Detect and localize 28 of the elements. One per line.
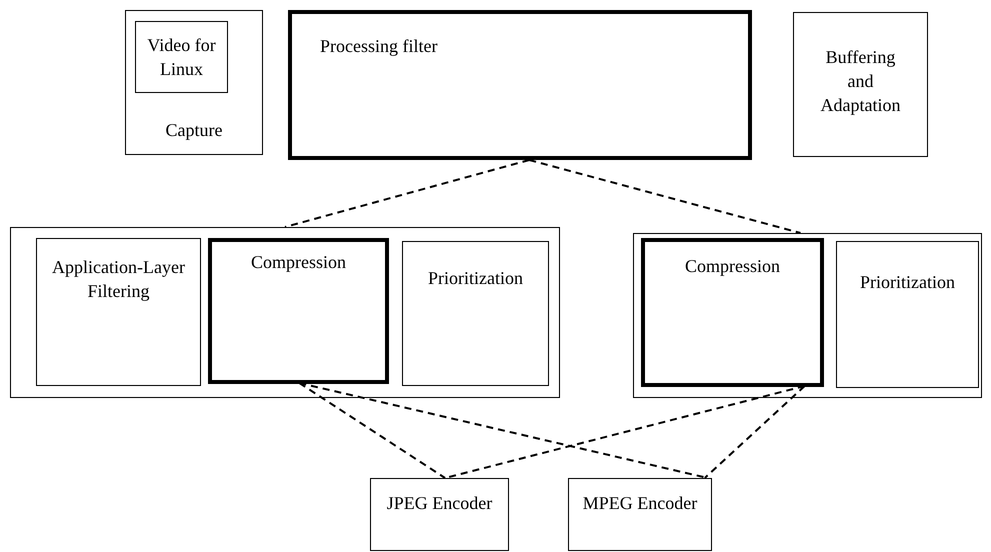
process-box (793, 12, 928, 157)
process-box (641, 238, 824, 387)
process-box (135, 21, 228, 93)
group-box (633, 233, 982, 398)
box-label: Application-Layer Filtering (51, 256, 186, 303)
process-box (370, 478, 509, 551)
box-label: Buffering and Adaptation (820, 46, 902, 117)
process-box (402, 241, 549, 386)
box-label: Processing filter (319, 35, 438, 58)
box-label: MPEG Encoder (582, 492, 698, 515)
box-label: Prioritization (427, 267, 524, 290)
process-box (568, 478, 712, 551)
dashed-connector (529, 159, 801, 234)
process-box (125, 10, 263, 155)
box-label: Compression (684, 255, 781, 278)
process-box (208, 238, 389, 384)
box-label: Prioritization (859, 271, 956, 294)
dashed-connector (298, 382, 446, 479)
process-box (836, 241, 979, 388)
dashed-connector (284, 159, 530, 228)
box-label: Capture (164, 119, 224, 142)
process-box (288, 10, 752, 160)
box-label: Compression (250, 251, 347, 274)
process-box (36, 238, 201, 386)
group-box (10, 227, 560, 398)
box-label: JPEG Encoder (386, 492, 494, 515)
dashed-connector (704, 385, 806, 479)
box-label: Video for Linux (146, 34, 217, 81)
